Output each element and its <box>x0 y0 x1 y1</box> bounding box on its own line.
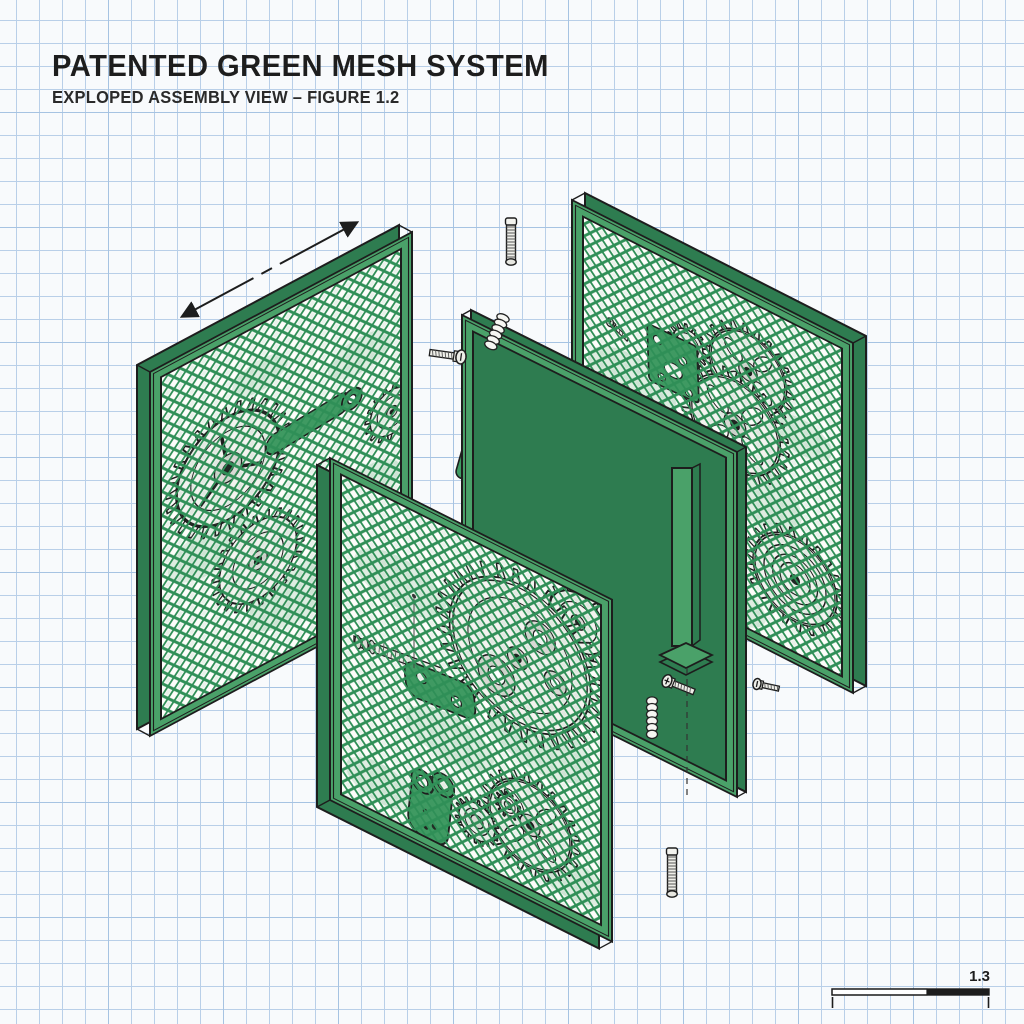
page-subtitle: EXPLOPED ASSEMBLY VIEW – FIGURE 1.2 <box>52 87 400 107</box>
figure-root <box>136 191 867 951</box>
machine-screw <box>752 677 781 692</box>
scale-bar-outline <box>831 988 990 996</box>
direction-arrow <box>179 221 360 318</box>
scale-bar: 1.3 <box>831 968 990 1008</box>
mounting-post <box>657 462 715 795</box>
front-mesh-panel <box>316 456 613 951</box>
stud-screw <box>665 847 679 898</box>
panel-frame <box>329 456 613 944</box>
chain-link-mesh <box>338 470 604 930</box>
machine-screw <box>428 348 467 365</box>
compression-spring <box>645 696 659 740</box>
scale-label: 1.3 <box>969 968 990 985</box>
machine-screw <box>661 673 697 696</box>
compression-spring <box>484 313 510 351</box>
page-title: PATENTED GREEN MESH SYSTEM <box>52 48 549 83</box>
scale-bar-black-segment <box>927 989 989 995</box>
scale-bar-white-segment <box>831 988 928 996</box>
stud-screw <box>504 217 518 266</box>
